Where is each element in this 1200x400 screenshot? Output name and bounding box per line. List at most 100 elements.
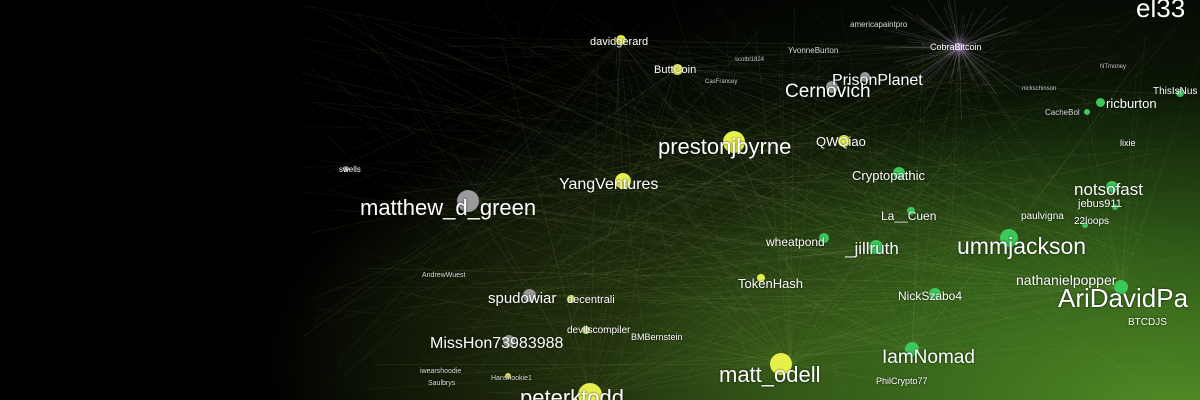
edge [302,5,678,70]
label-thisisnus: ThisIsNus [1153,86,1198,97]
label-notsofast: notsofast [1074,180,1143,199]
edge [955,46,960,341]
label-misshon: MissHon73983988 [430,335,564,352]
edge [429,237,1010,273]
edge [300,72,1010,239]
edge [733,141,759,396]
edge [567,46,960,257]
edge [645,34,1010,239]
edge [658,327,791,365]
edge [467,96,526,202]
node-thisisnus [1176,89,1184,97]
label-matt-odell: matt_odell [719,362,821,387]
label-cernovich: Cernovich [785,81,871,102]
edge [589,253,1192,396]
edge [619,39,633,187]
edge [676,68,752,379]
edge [462,46,960,316]
edge [958,16,1006,48]
edge [842,140,879,189]
edge [497,140,844,164]
edge [789,6,795,365]
edge [622,36,868,182]
edge [900,7,960,48]
node-jillruth [869,240,883,254]
edge [398,46,960,74]
edge [421,103,1010,239]
edge [733,141,848,400]
edge [755,31,791,365]
edge [367,363,791,390]
edge [622,180,1024,200]
edge [308,101,844,142]
edge [327,140,844,325]
edge [911,58,1113,350]
edge [467,67,649,202]
edge [842,105,1186,142]
edge [958,46,962,119]
edge [780,53,877,248]
edge [332,210,1010,239]
edge [742,91,877,248]
edge [958,46,984,51]
edge [528,116,813,296]
edge [622,92,726,182]
edge [789,66,1129,365]
edge [467,200,1087,291]
edge [374,140,844,331]
node-matt-odell [770,353,792,375]
edge [477,294,530,374]
edge [619,39,754,122]
edge [396,52,1010,239]
edge [927,0,960,48]
edge [894,196,1010,239]
edge [528,115,1018,296]
edge [733,2,1161,143]
edge [422,65,913,350]
edge [733,141,1096,189]
edge [958,46,969,298]
edge [676,68,994,303]
edge [925,34,960,48]
node-prisonplanet [860,72,870,82]
edge [589,100,1060,396]
edge [627,64,913,350]
label-peterktodd: peterktodd [520,385,624,400]
edge [817,240,1122,288]
edge [470,46,960,126]
edge [789,205,1096,365]
node-notsofast [1106,181,1118,193]
node-decentrali [567,295,575,303]
edge [958,46,980,90]
edge [619,39,739,184]
node-cachebol [1084,109,1090,115]
edge [958,46,995,64]
edge [958,46,999,97]
edge [842,140,857,193]
edge [733,63,1015,143]
edge [927,46,960,84]
label-spudowiar: spudowiar [488,290,557,307]
edge [609,39,621,232]
edge [389,35,1010,239]
edge [570,239,877,248]
edge [1086,86,1122,288]
edge [911,348,966,369]
edge [467,200,557,332]
edge [589,293,609,396]
edge [911,89,926,350]
edge [676,68,1141,283]
edge [958,19,1033,48]
edge [589,260,982,396]
label-saulbrys: Saulbrys [428,380,456,387]
edge [576,137,877,248]
edge [756,286,1122,353]
edge [656,237,1010,337]
edge [842,52,1062,142]
edge [528,294,932,314]
label-nathanielpopper: nathanielpopper [1016,272,1117,288]
node-jebus911 [1112,204,1118,210]
edge [1008,237,1193,332]
edge [506,90,791,365]
